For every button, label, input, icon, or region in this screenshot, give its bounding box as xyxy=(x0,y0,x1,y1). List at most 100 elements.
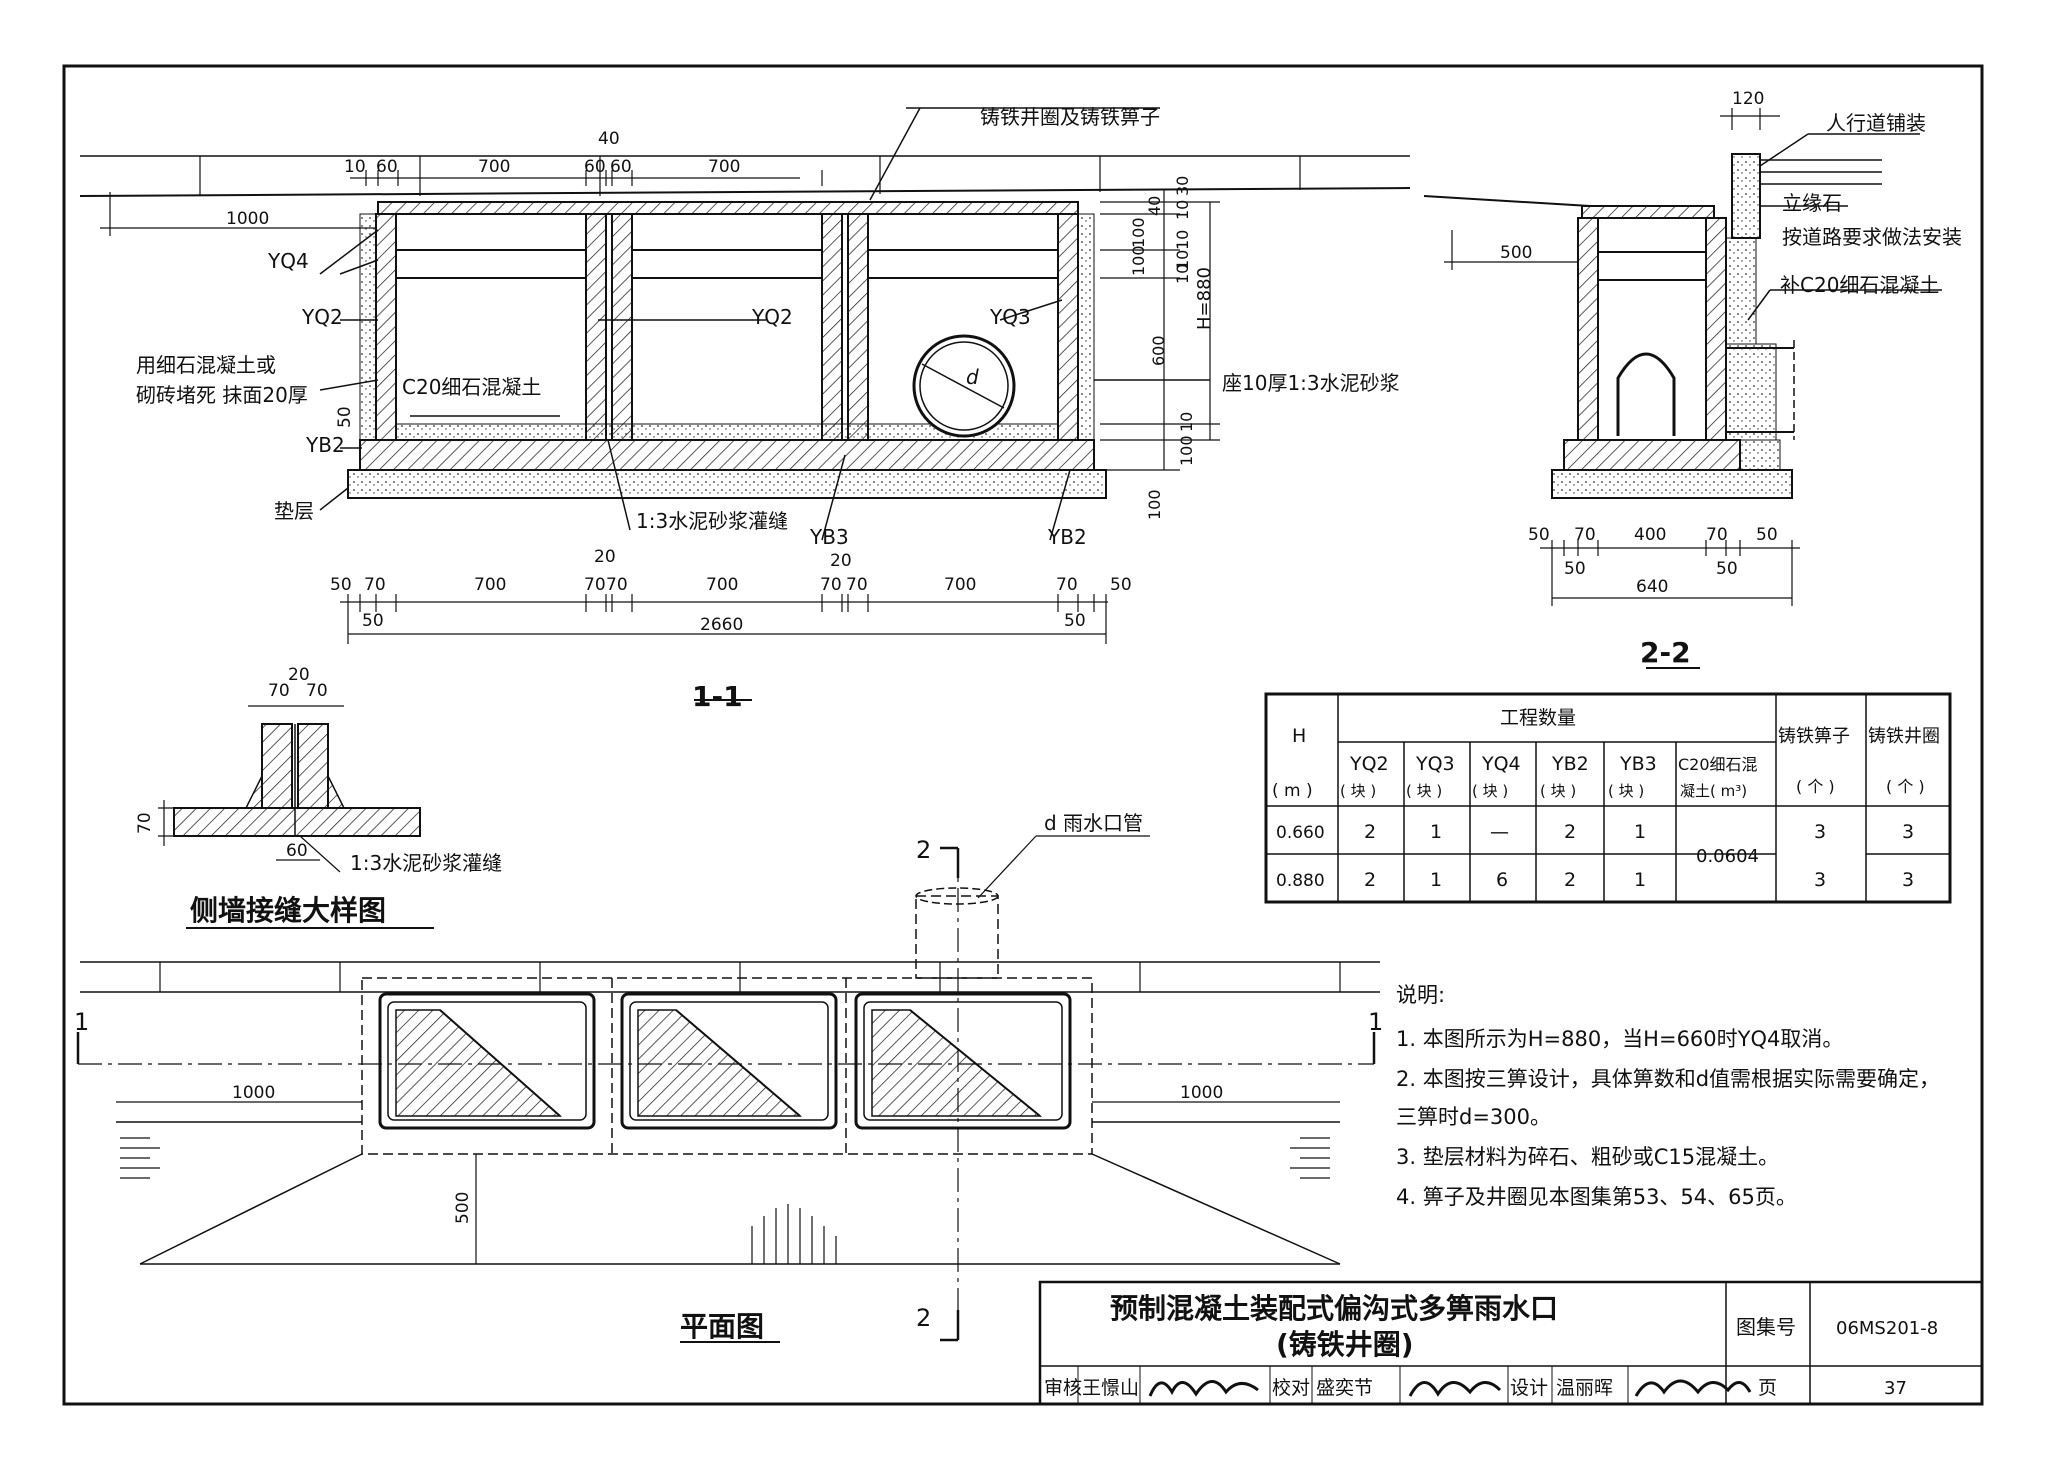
grate-label: 铸铁井圈及铸铁箅子 xyxy=(980,105,1160,129)
th-unit-yq3: ( 块 ) xyxy=(1406,782,1442,800)
note-3: 3. 垫层材料为碎石、粗砂或C15混凝土。 xyxy=(1396,1145,1779,1169)
dim-total-2660: 2660 xyxy=(700,615,743,635)
sec-mark-2-bottom: 2 xyxy=(916,1304,931,1332)
dim-r-30: 30 xyxy=(1173,176,1192,196)
dim-s2-50d: 50 xyxy=(1716,559,1738,579)
yb2-left-label: YB2 xyxy=(305,433,345,457)
dim-r-40: 40 xyxy=(1145,196,1164,216)
detail-dim-70b: 70 xyxy=(306,681,328,701)
cushion-label: 垫层 xyxy=(274,499,314,523)
dim-r-10e: 10 xyxy=(1177,412,1196,432)
dim-1000-left: 1000 xyxy=(226,209,269,229)
title-main: 预制混凝土装配式偏沟式多箅雨水口 xyxy=(1110,1292,1558,1325)
sec-mark-2-top: 2 xyxy=(916,836,931,864)
grate-1 xyxy=(378,992,596,1130)
page-no: 37 xyxy=(1884,1378,1907,1399)
curb-label-1: 立缘石 xyxy=(1782,191,1842,215)
th-ring-unit: ( 个 ) xyxy=(1886,777,1925,796)
td-r2-ring: 3 xyxy=(1902,869,1914,891)
grate-3 xyxy=(854,992,1072,1130)
dim-bot-700c: 700 xyxy=(944,575,976,595)
page-label: 页 xyxy=(1758,1377,1777,1399)
th-unit-yq4: ( 块 ) xyxy=(1472,782,1508,800)
th-unit-yq2: ( 块 ) xyxy=(1340,782,1376,800)
detail-dim-70a: 70 xyxy=(268,681,290,701)
dim-r-100a: 100 xyxy=(1129,217,1148,248)
notes: 说明: 1. 本图所示为H=880，当H=660时YQ4取消。 2. 本图按三箅… xyxy=(1396,983,1940,1209)
joint-grout-label: 1:3水泥砂浆灌缝 xyxy=(636,509,788,533)
td-r2-yq4: 6 xyxy=(1496,869,1508,891)
dim-yb-50: 50 xyxy=(335,406,355,428)
dim-top-700b: 700 xyxy=(708,157,740,177)
plan-dim-1000-right: 1000 xyxy=(1180,1083,1223,1103)
th-unit-yb2: ( 块 ) xyxy=(1540,782,1576,800)
dim-bot-70c: 70 xyxy=(606,575,628,595)
detail-dim-60: 60 xyxy=(286,841,308,861)
yq2-mid-label: YQ2 xyxy=(751,305,793,329)
dim-bot-700b: 700 xyxy=(706,575,738,595)
dim-r-10c: 10 xyxy=(1173,250,1192,270)
th-col-c20: C20细石混 xyxy=(1678,755,1758,774)
td-r2-h: 0.880 xyxy=(1276,871,1325,891)
dim-bot-70d: 70 xyxy=(820,575,842,595)
c20-label: C20细石混凝土 xyxy=(402,375,541,399)
curb-label-2: 按道路要求做法安装 xyxy=(1782,225,1962,249)
plan-title: 平面图 xyxy=(680,1310,764,1343)
signature-reviewer xyxy=(1148,1380,1259,1397)
detail-dim-20: 20 xyxy=(288,665,310,685)
yq3-label: YQ3 xyxy=(989,305,1031,329)
td-r2-yq2: 2 xyxy=(1364,869,1376,891)
dim-top-60a: 60 xyxy=(376,157,398,177)
dim-r-10d: 10 xyxy=(1173,264,1192,284)
th-h-unit: ( m ) xyxy=(1272,781,1313,801)
walkway-label: 人行道铺装 xyxy=(1826,111,1926,135)
td-r1-yb3: 1 xyxy=(1634,821,1646,843)
c20-fill-label: 补C20细石混凝土 xyxy=(1780,273,1939,297)
dim-s2-50b: 50 xyxy=(1756,525,1778,545)
dim-bot-20a: 20 xyxy=(594,547,616,567)
section-2-2 xyxy=(1423,108,1942,669)
signature-checker xyxy=(1408,1381,1502,1397)
section-1-1: d xyxy=(79,107,1411,701)
dim-bot-700a: 700 xyxy=(474,575,506,595)
note-2: 2. 本图按三箅设计，具体箅数和d值需根据实际需要确定， xyxy=(1396,1067,1940,1091)
dim-bot-70e: 70 xyxy=(846,575,868,595)
sec-mark-1-left: 1 xyxy=(74,1008,89,1036)
pipe-d-label: d xyxy=(966,365,979,389)
td-r2-yb3: 1 xyxy=(1634,869,1646,891)
th-qty: 工程数量 xyxy=(1500,707,1576,729)
td-r1-grate: 3 xyxy=(1814,821,1826,843)
signature-designer xyxy=(1634,1379,1752,1397)
dim-s2-640: 640 xyxy=(1636,577,1668,597)
check-label: 校对 xyxy=(1272,1377,1310,1399)
td-r2-yb2: 2 xyxy=(1564,869,1576,891)
td-r1-yq4: — xyxy=(1490,821,1509,843)
dim-bot-50c: 50 xyxy=(362,611,384,631)
design-label: 设计 xyxy=(1510,1377,1548,1399)
detail-dim-70c: 70 xyxy=(135,812,155,834)
th-unit-c20: 凝土( m³) xyxy=(1680,782,1747,800)
title-sub: (铸铁井圈) xyxy=(1276,1328,1414,1361)
yb2-right-label: YB2 xyxy=(1047,525,1087,549)
atlas-no: 06MS201-8 xyxy=(1836,1318,1938,1339)
th-h: H xyxy=(1292,725,1306,747)
th-grate-unit: ( 个 ) xyxy=(1796,777,1835,796)
quantity-table xyxy=(1264,692,1952,904)
plan-view xyxy=(76,835,1380,1343)
dim-s2-50c: 50 xyxy=(1564,559,1586,579)
note-2b: 三箅时d=300。 xyxy=(1396,1105,1551,1129)
td-r1-yq3: 1 xyxy=(1430,821,1442,843)
dim-bot-70f: 70 xyxy=(1056,575,1078,595)
dim-top-60b: 60 xyxy=(584,157,606,177)
dim-bot-70a: 70 xyxy=(364,575,386,595)
th-grate: 铸铁箅子 xyxy=(1778,726,1850,747)
th-col-yq3: YQ3 xyxy=(1415,753,1455,775)
dim-r-100d: 100 xyxy=(1145,489,1164,520)
td-r1-yb2: 2 xyxy=(1564,821,1576,843)
dim-s2-70a: 70 xyxy=(1574,525,1596,545)
td-r2-yq3: 1 xyxy=(1430,869,1442,891)
plan-dim-1000-left: 1000 xyxy=(232,1083,275,1103)
signatures xyxy=(1148,1379,1752,1397)
title-block xyxy=(1038,1280,1984,1406)
sec-mark-1-right: 1 xyxy=(1368,1008,1383,1036)
